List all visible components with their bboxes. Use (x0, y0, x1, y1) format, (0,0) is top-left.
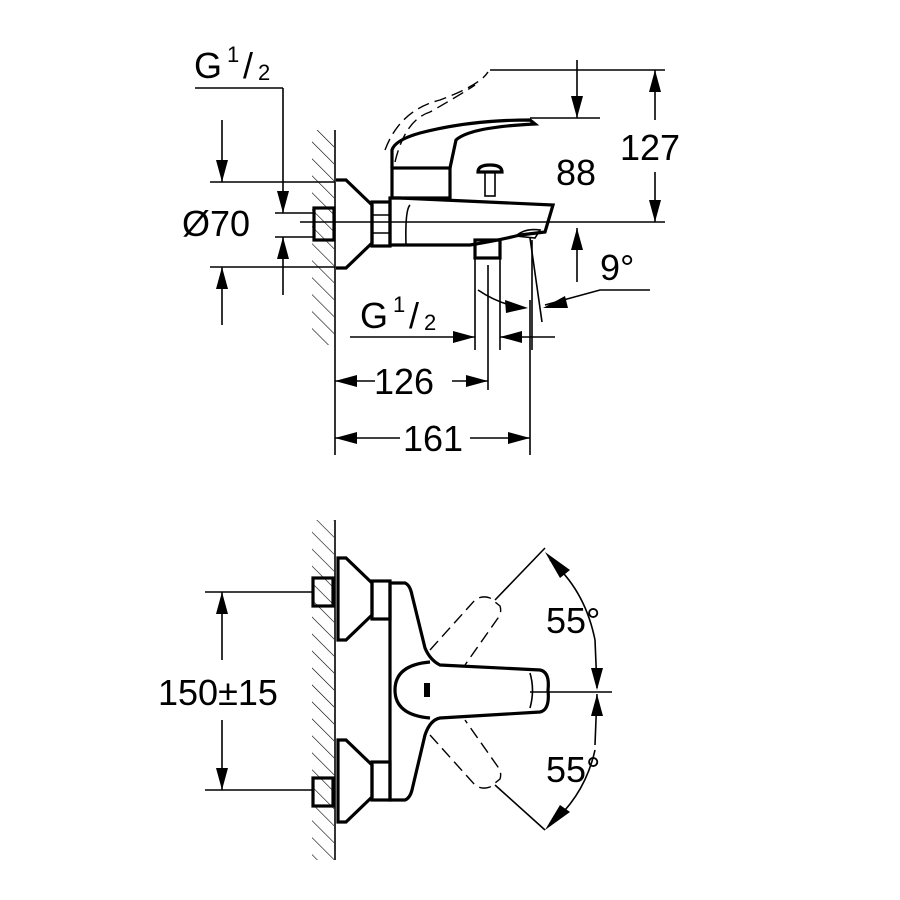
svg-text:G: G (194, 45, 222, 86)
svg-text:1: 1 (393, 292, 405, 317)
lever-height-max-label: 127 (620, 127, 680, 168)
wall-hatch (312, 520, 334, 860)
cartridge (390, 166, 452, 200)
lever-angle-up-label: 55° (546, 600, 600, 641)
inlet-nipple (312, 206, 336, 242)
svg-text:/: / (409, 295, 419, 336)
wall-hatch (312, 130, 334, 345)
svg-text:G: G (360, 295, 388, 336)
inlet-thread-label: G 1 / 2 (194, 42, 270, 86)
total-projection-label: 161 (403, 418, 463, 459)
outlet-pipe (473, 238, 502, 260)
lever-raised-outline (384, 71, 489, 151)
side-view: Ø70 G 1 / 2 127 88 9° G 1 / (182, 42, 680, 459)
svg-text:/: / (243, 45, 253, 86)
outlet-distance-label: 126 (374, 361, 434, 402)
inlet-spacing-label: 150±15 (158, 672, 278, 713)
svg-text:2: 2 (424, 310, 436, 335)
outlet-thread-label: G 1 / 2 (360, 292, 436, 336)
escutcheon (336, 178, 374, 270)
lever-top (393, 660, 431, 720)
lever-angle-down-label: 55° (546, 749, 600, 790)
escutcheon-lower (336, 738, 374, 824)
top-view: 55° 55° 150±15 (158, 520, 612, 860)
mixer-body-top (388, 581, 550, 802)
diverter-knob (476, 163, 504, 174)
escutcheon-upper (336, 556, 374, 642)
spout-outlet (514, 228, 542, 239)
nut (370, 200, 392, 248)
svg-text:1: 1 (227, 42, 239, 67)
svg-text:2: 2 (258, 60, 270, 85)
lever (390, 118, 540, 169)
escutcheon-diameter-label: Ø70 (182, 203, 250, 244)
lever-height-label: 88 (556, 152, 596, 193)
spout-angle-label: 9° (600, 247, 634, 288)
mixer-body (388, 196, 556, 247)
